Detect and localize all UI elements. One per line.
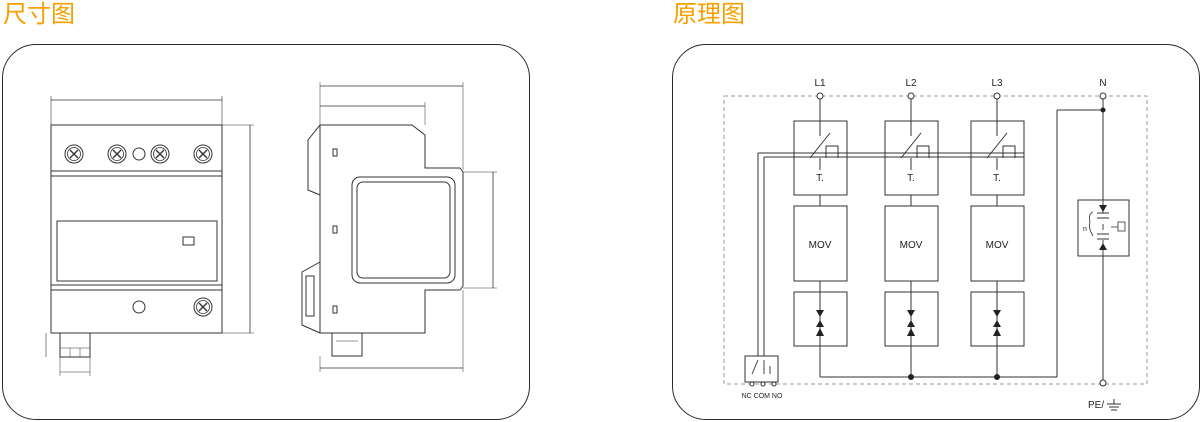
screw-terminal-icon [64, 144, 84, 164]
ground-icon [1107, 399, 1121, 411]
terminal-label-l1: L1 [814, 78, 826, 89]
indicator-icon [132, 300, 146, 314]
schematic-diagram-title: 原理图 [673, 0, 745, 28]
gdt-label: n [1083, 226, 1087, 233]
thermal-label: T. [816, 173, 824, 184]
screw-terminal-icon [193, 144, 213, 164]
terminal-label-n: N [1099, 78, 1106, 89]
mov-label: MOV [986, 240, 1009, 251]
terminal-label-l2: L2 [905, 78, 917, 89]
thermal-label: T. [993, 173, 1001, 184]
mov-label: MOV [900, 240, 923, 251]
schematic [723, 92, 1148, 387]
ground-label: PE/ [1088, 400, 1104, 411]
indicator-icon [132, 147, 146, 161]
front-view [45, 96, 254, 376]
dimension-drawing-title: 尺寸图 [3, 0, 75, 28]
front-view-screws [64, 144, 213, 317]
thermal-label: T. [907, 173, 915, 184]
screw-terminal-icon [107, 144, 127, 164]
mov-label: MOV [809, 240, 832, 251]
side-view [301, 82, 497, 372]
screw-terminal-icon [150, 144, 170, 164]
remote-contacts-label: NC COM NO [742, 393, 783, 400]
schematic-arrows [816, 107, 1107, 380]
terminal-label-l3: L3 [991, 78, 1003, 89]
screw-terminal-icon [193, 297, 213, 317]
